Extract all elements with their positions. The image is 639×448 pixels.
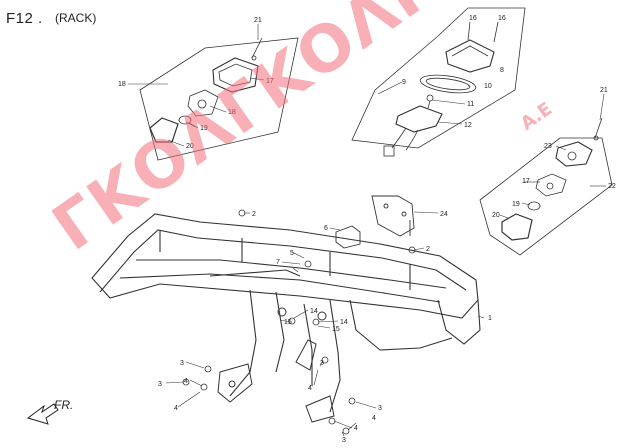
right-light-bolt xyxy=(593,117,603,141)
callout-15-a: 15 xyxy=(284,319,292,326)
top-right-lamp-base xyxy=(383,105,443,157)
callout-20-b: 20 xyxy=(492,212,500,219)
section-title: (RACK) xyxy=(55,11,97,25)
top-right-lamp-screws xyxy=(467,21,499,43)
callout-4-d: 4 xyxy=(372,415,376,422)
top-right-lamp-cover xyxy=(445,39,495,73)
callout-16-b: 16 xyxy=(498,15,506,22)
callout-5: 5 xyxy=(290,250,294,257)
plate-holder xyxy=(371,195,415,237)
callout-10: 10 xyxy=(484,83,492,90)
top-right-lamp-group xyxy=(351,7,526,157)
left-light-group xyxy=(139,37,299,161)
callout-labels: 21 17 18 18 19 20 16 16 9 10 11 12 8 21 … xyxy=(118,15,616,444)
top-right-lamp-gasket xyxy=(419,74,477,94)
top-right-lamp-bulb xyxy=(426,94,434,109)
left-light-panel-outline xyxy=(139,37,299,161)
callout-4-e: 4 xyxy=(354,425,358,432)
callout-1: 1 xyxy=(488,315,492,322)
callout-7: 7 xyxy=(276,259,280,266)
callout-11: 11 xyxy=(467,101,474,108)
callout-14-b: 14 xyxy=(340,319,348,326)
callout-3-b: 3 xyxy=(158,381,162,388)
callout-12: 12 xyxy=(464,122,472,129)
callout-4-c: 4 xyxy=(308,385,312,392)
callout-9: 9 xyxy=(402,79,406,86)
callout-8: 8 xyxy=(500,67,504,74)
rack-frame xyxy=(91,213,481,413)
callout-19-b: 19 xyxy=(512,201,520,208)
callout-3-a: 3 xyxy=(180,360,184,367)
callout-23: 23 xyxy=(544,143,552,150)
callout-19-a: 19 xyxy=(200,125,208,132)
right-light-bulb xyxy=(527,201,541,211)
front-direction-arrow xyxy=(26,403,59,425)
right-light-group xyxy=(479,117,613,256)
callout-20-a: 20 xyxy=(186,143,194,150)
front-direction-label: FR. xyxy=(54,398,74,412)
callout-2-b: 2 xyxy=(426,246,430,253)
callout-3-d: 3 xyxy=(378,405,382,412)
left-light-lens xyxy=(149,117,179,143)
left-light-housing xyxy=(212,57,259,93)
right-light-lens xyxy=(501,213,533,241)
callout-4-a: 4 xyxy=(184,378,188,385)
callout-18-a: 18 xyxy=(118,81,126,88)
callout-17-b: 17 xyxy=(522,178,530,185)
right-light-bracket xyxy=(555,141,593,167)
callout-3-e: 3 xyxy=(342,437,346,444)
right-light-socket xyxy=(535,173,567,197)
callout-6: 6 xyxy=(324,225,328,232)
left-light-bolt xyxy=(251,37,263,61)
callout-18-b: 18 xyxy=(228,109,236,116)
callout-21-a: 21 xyxy=(254,17,262,24)
left-light-bracket xyxy=(187,89,219,117)
small-bracket xyxy=(335,225,361,249)
callout-15-b: 15 xyxy=(332,326,340,333)
top-right-panel-outline xyxy=(351,7,526,149)
callout-3-c: 3 xyxy=(320,360,324,367)
callout-21-b: 21 xyxy=(600,87,608,94)
callout-4-b: 4 xyxy=(174,405,178,412)
callout-2-a: 2 xyxy=(252,211,256,218)
rack-lower-brackets xyxy=(217,307,335,423)
figure-title: F12 . xyxy=(6,10,43,27)
callout-17-a: 17 xyxy=(266,78,274,85)
callout-24: 24 xyxy=(440,211,448,218)
leader-lines xyxy=(128,24,606,437)
callout-22: 22 xyxy=(608,183,616,190)
callout-14-a: 14 xyxy=(310,308,318,315)
right-light-panel-outline xyxy=(479,137,613,256)
callout-16-a: 16 xyxy=(469,15,477,22)
